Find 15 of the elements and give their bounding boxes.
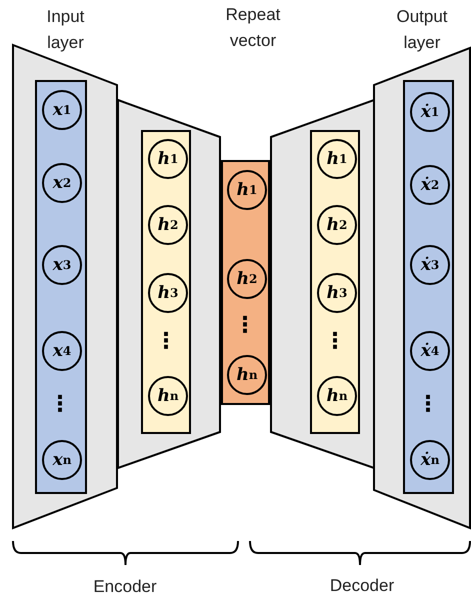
layer-column: [403, 80, 454, 494]
layer-column: [141, 130, 191, 434]
vertical-ellipsis: ⋮: [324, 330, 346, 354]
vertical-ellipsis: ⋮: [49, 393, 71, 417]
vertical-ellipsis: ⋮: [417, 393, 439, 417]
vertical-ellipsis: ⋮: [234, 314, 256, 338]
layer-heading: Repeat vector: [224, 4, 282, 52]
section-label: Decoder: [330, 576, 394, 596]
vertical-ellipsis: ⋮: [155, 330, 177, 354]
layer-column: [221, 160, 270, 405]
layer-column: [310, 130, 360, 434]
layer-column: [35, 80, 87, 494]
layer-heading: Input layer: [46, 6, 86, 54]
section-label: Encoder: [93, 577, 157, 597]
layer-heading: Output layer: [395, 6, 449, 54]
